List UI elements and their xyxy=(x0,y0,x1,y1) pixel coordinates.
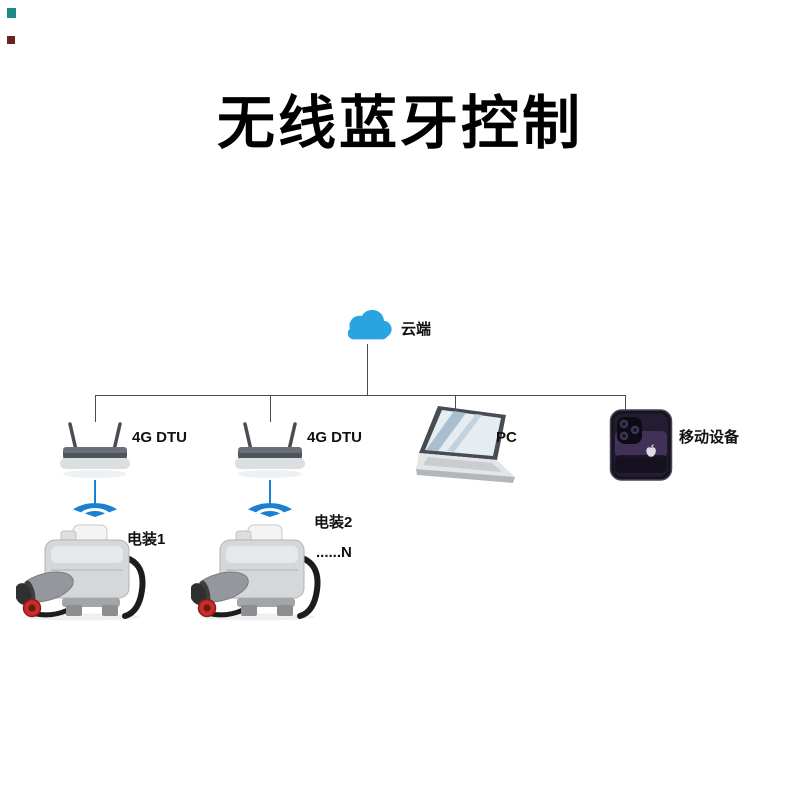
actuator1-valve-actuator-icon xyxy=(16,524,148,622)
dtu1-drop-line xyxy=(95,395,96,422)
dtu2-wireless-line xyxy=(269,480,271,505)
page-title: 无线蓝牙控制 xyxy=(216,91,583,156)
dtu2-router-icon xyxy=(235,420,305,482)
bus-line xyxy=(95,395,626,396)
actuator2-valve-actuator-icon xyxy=(191,524,323,622)
dtu2-drop-line xyxy=(270,395,271,422)
actuator2-label: 电装2 xyxy=(314,514,353,531)
dtu1-wireless-beam-icon xyxy=(72,503,118,517)
mobile-drop-line xyxy=(625,395,626,412)
dtu1-router-icon xyxy=(60,420,130,482)
dtu1-wireless-line xyxy=(94,480,96,505)
dtu1-label: 4G DTU xyxy=(132,429,188,446)
corner-artifact-red xyxy=(7,36,15,44)
mobile-label: 移动设备 xyxy=(679,429,740,446)
dtu2-wireless-beam-icon xyxy=(247,503,293,517)
actuator2-ellipsis-label: ......N xyxy=(316,544,352,561)
actuator1-label: 电装1 xyxy=(127,531,166,548)
dtu2-label: 4G DTU xyxy=(307,429,363,446)
cloud-drop-line xyxy=(367,344,368,395)
pc-drop-line xyxy=(455,395,456,416)
pc-label: PC xyxy=(496,429,517,446)
cloud-label: 云端 xyxy=(401,321,432,338)
smartphone-icon xyxy=(609,409,673,481)
cloud-icon xyxy=(341,305,395,345)
pc-laptop-icon xyxy=(416,406,524,490)
corner-artifact-teal xyxy=(7,8,16,18)
